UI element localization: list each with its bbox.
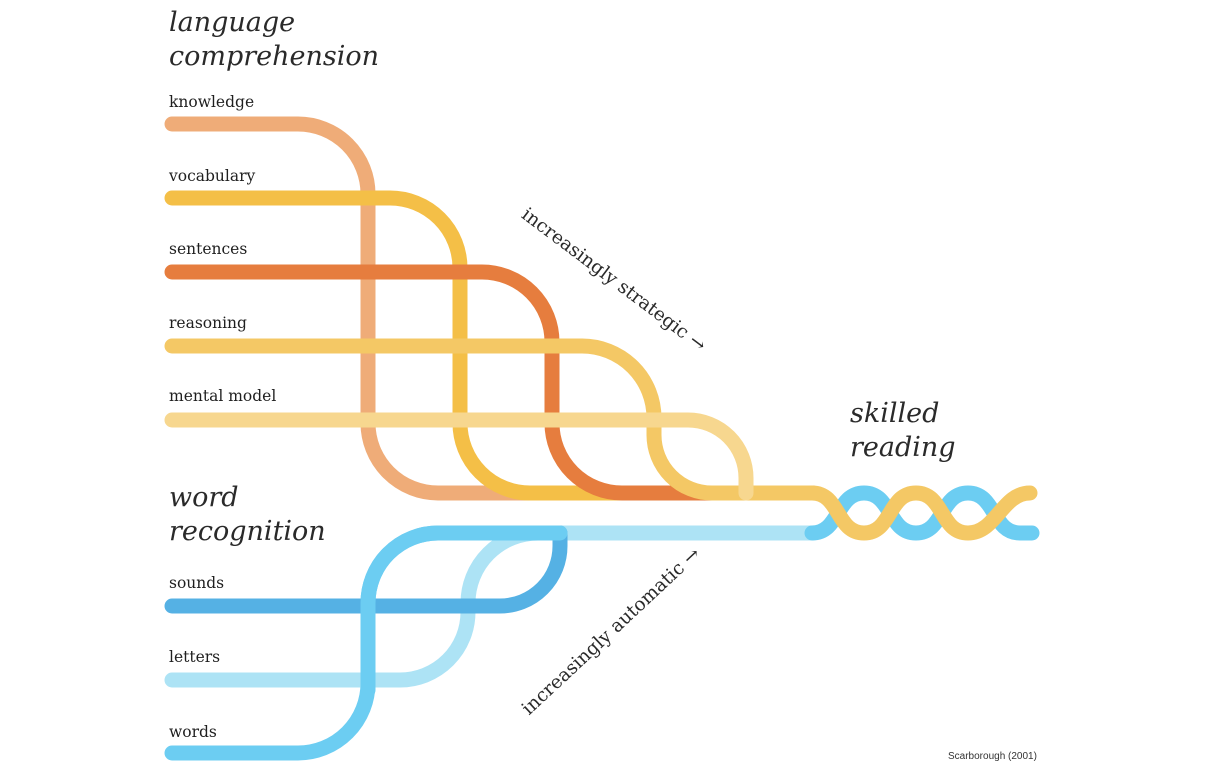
strand-sentences	[164, 264, 820, 501]
label-mental-model: mental model	[169, 387, 277, 405]
skilled-reading-heading: skilled reading	[850, 397, 956, 465]
label-sounds: sounds	[169, 574, 225, 592]
twist-word-strand	[804, 485, 1040, 541]
twist-language-strand	[804, 485, 1038, 541]
word-recognition-heading: word recognition	[169, 481, 326, 549]
label-knowledge: knowledge	[169, 93, 255, 111]
word-heading-line1: word	[169, 482, 239, 513]
label-reasoning: reasoning	[169, 314, 247, 332]
word-heading-line2: recognition	[169, 516, 326, 547]
strand-sounds	[164, 525, 568, 614]
strand-words	[164, 525, 820, 761]
skilled-heading-line1: skilled	[850, 398, 940, 429]
language-heading-line1: language	[169, 7, 296, 38]
citation: Scarborough (2001)	[948, 751, 1037, 762]
label-vocabulary: vocabulary	[169, 167, 256, 185]
skilled-heading-line2: reading	[850, 432, 956, 463]
language-heading-line2: comprehension	[169, 41, 380, 72]
label-words: words	[169, 723, 217, 741]
label-letters: letters	[169, 648, 221, 666]
label-sentences: sentences	[169, 240, 248, 258]
strand-words-overlay	[360, 525, 568, 698]
strand-knowledge	[164, 116, 820, 501]
strand-mental-model	[164, 412, 754, 501]
language-comprehension-heading: language comprehension	[169, 6, 379, 74]
